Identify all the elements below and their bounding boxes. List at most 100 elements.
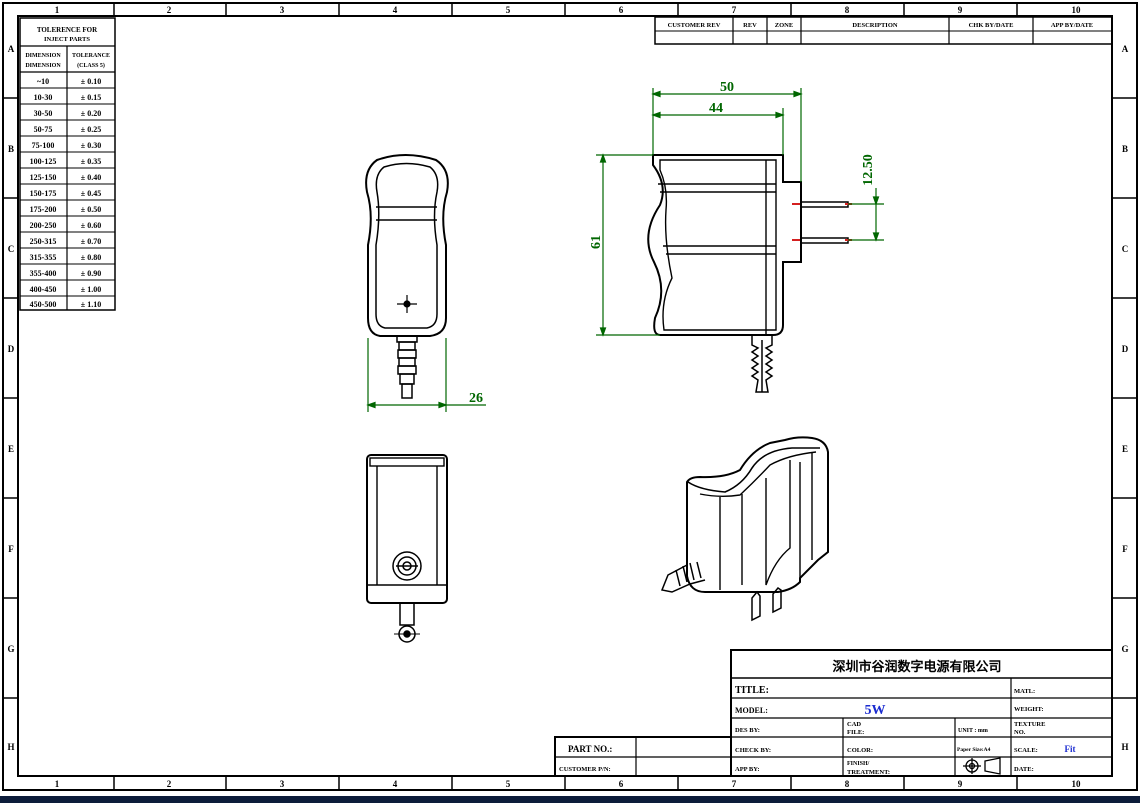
row-label-f: F [8, 544, 14, 554]
revision-header-description: DESCRIPTION [852, 22, 897, 29]
date-label: DATE: [1014, 766, 1034, 773]
tolerance-row-range: 150-175 [30, 189, 57, 198]
row-label-d-right: D [1122, 344, 1129, 354]
bottom-view-outline [366, 454, 448, 604]
bottom-view [366, 454, 448, 643]
tolerance-table: TOLERENCE FOR INJECT PARTS DIMENSION DIM… [19, 17, 116, 311]
front-view [365, 154, 449, 399]
paper-size-label: Paper Size:A4 [957, 747, 991, 753]
tolerance-row-range: 355-400 [30, 269, 57, 278]
column-label-1-bottom: 1 [55, 779, 60, 789]
row-label-c: C [8, 244, 15, 254]
tolerance-header-tolerance-1: TOLERANCE [72, 53, 110, 59]
tolerance-row-value: ± 0.45 [81, 189, 101, 198]
texture-no-label-2: NO. [1014, 729, 1026, 736]
front-width-dimension [366, 338, 486, 412]
color-label: COLOR: [847, 747, 873, 754]
tolerance-row-value: ± 0.70 [81, 237, 101, 246]
tolerance-row-range: 200-250 [30, 221, 57, 230]
tolerance-title-line1: TOLERENCE FOR [37, 26, 98, 34]
app-by-label: APP BY: [735, 766, 760, 773]
front-view-inner-outline [375, 162, 439, 329]
revision-header-chk-by-date: CHK BY/DATE [969, 22, 1014, 29]
column-label-9: 9 [958, 5, 963, 15]
tolerance-row-value: ± 0.25 [81, 125, 101, 134]
column-label-5: 5 [506, 5, 511, 15]
column-label-2-bottom: 2 [167, 779, 172, 789]
side-view-cable-strain-relief [750, 335, 774, 393]
model-value: 5W [865, 703, 886, 718]
tolerance-row-value: ± 0.90 [81, 269, 101, 278]
tolerance-row-range: 450-500 [30, 300, 57, 309]
upper-pin [800, 201, 849, 208]
taskbar-strip [0, 796, 1140, 803]
grid-tick-marks [3, 3, 1137, 790]
part-no-label: PART NO.: [568, 744, 612, 754]
column-label-9-bottom: 9 [958, 779, 963, 789]
row-label-f-right: F [1122, 544, 1128, 554]
model-label: MODEL: [735, 706, 768, 715]
tolerance-row-value: ± 0.60 [81, 221, 101, 230]
iso-middle-curve [719, 460, 791, 590]
revision-header-app-by-date: APP BY/DATE [1051, 22, 1093, 29]
bottom-view-plug [394, 602, 420, 643]
texture-no-label-1: TEXTURE [1014, 721, 1045, 728]
row-label-a: A [8, 44, 15, 54]
side-height-label: 61 [589, 235, 604, 249]
tolerance-row-value: ± 0.35 [81, 157, 101, 166]
column-label-4-bottom: 4 [393, 779, 398, 789]
tolerance-row-value: ± 0.30 [81, 141, 101, 150]
tolerance-row-range: 50-75 [34, 125, 53, 134]
row-label-d: D [8, 344, 15, 354]
scale-label: SCALE: [1014, 747, 1038, 754]
row-label-a-right: A [1122, 44, 1129, 54]
row-label-c-right: C [1122, 244, 1129, 254]
row-label-g: G [7, 644, 14, 654]
cable-exit-icon [392, 551, 422, 581]
projection-symbol-icon [963, 757, 1001, 775]
tolerance-row-range: 400-450 [30, 285, 57, 294]
title-block-text: 深圳市谷润数字电源有限公司 TITLE: MATL: MODEL: 5W WEI… [559, 659, 1076, 776]
finish-label-2: TREATMENT: [847, 769, 890, 776]
isometric-view [660, 436, 829, 622]
row-label-b-right: B [1122, 144, 1128, 154]
column-label-3: 3 [280, 5, 285, 15]
side-dimension-lines [596, 88, 884, 337]
finish-label-1: FINISH/ [847, 761, 870, 767]
iso-pins [751, 587, 782, 622]
iso-band-line [699, 451, 817, 497]
des-by-label: DES BY: [735, 727, 760, 734]
revision-header-rev: REV [743, 22, 757, 29]
weight-label: WEIGHT: [1014, 706, 1044, 713]
tolerance-header-dimension-2: DIMENSION [25, 63, 61, 69]
title-label: TITLE: [735, 685, 769, 696]
center-mark-icon [397, 295, 417, 313]
column-label-4: 4 [393, 5, 398, 15]
column-label-1: 1 [55, 5, 60, 15]
tolerance-header-tolerance-2: (CLASS 5) [77, 62, 105, 69]
row-label-b: B [8, 144, 14, 154]
tolerance-row-value: ± 0.80 [81, 253, 101, 262]
tolerance-header-dimension-1: DIMENSION [25, 53, 61, 59]
tolerance-row-value: ± 0.20 [81, 109, 101, 118]
tolerance-row-range: 250-315 [30, 237, 57, 246]
row-label-e: E [8, 444, 14, 454]
iso-right-edge [799, 452, 813, 578]
front-view-cable-strain-relief [396, 335, 418, 399]
tolerance-row-value: ± 1.10 [81, 300, 101, 309]
tolerance-row-range: ~10 [37, 77, 49, 86]
column-label-8: 8 [845, 5, 850, 15]
row-label-h: H [7, 742, 14, 752]
tolerance-row-value: ± 1.00 [81, 285, 101, 294]
tolerance-row-range: 75-100 [32, 141, 55, 150]
column-label-10-bottom: 10 [1072, 779, 1082, 789]
side-overall-width-label: 50 [720, 80, 734, 95]
tolerance-row-range: 100-125 [30, 157, 57, 166]
tolerance-row-range: 10-30 [34, 93, 53, 102]
side-view [647, 154, 802, 336]
revision-header-zone: ZONE [775, 22, 793, 29]
row-label-e-right: E [1122, 444, 1128, 454]
cad-file-label-2: FILE: [847, 729, 864, 736]
title-block [554, 649, 1113, 777]
